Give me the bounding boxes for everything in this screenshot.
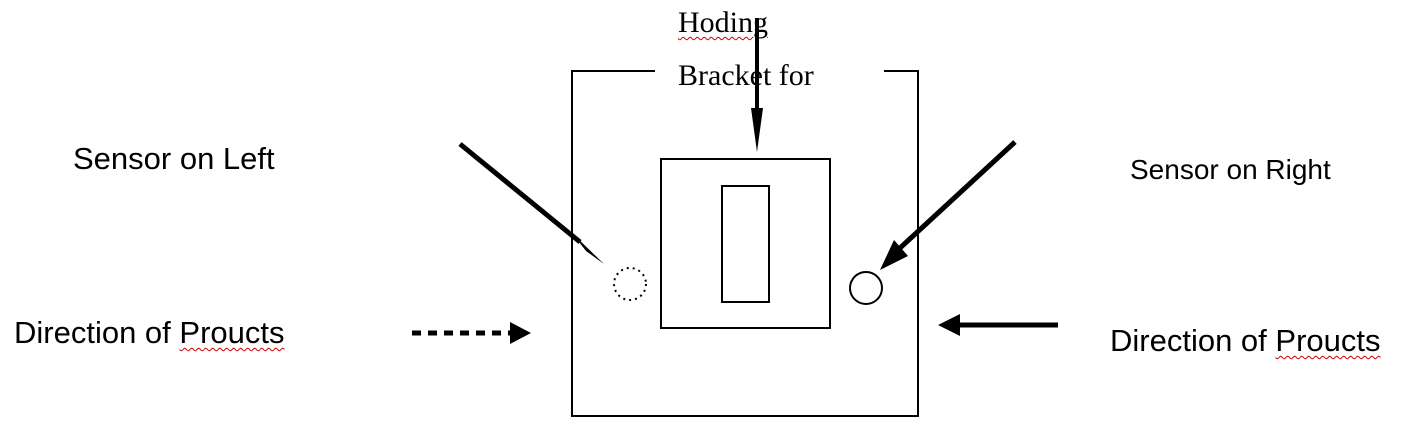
solid-circle-icon xyxy=(849,271,883,305)
dotted-circle-icon xyxy=(613,267,647,301)
direction-left-word: Proucts xyxy=(179,315,285,350)
sensor-left-label: Sensor on Left xyxy=(73,141,275,176)
direction-right-label: Direction of Proucts xyxy=(1110,325,1381,356)
sensor-right-arrow xyxy=(880,140,1017,270)
holding-label-line2: Bracket for xyxy=(678,59,814,92)
holding-label-line1: Hoding xyxy=(678,6,768,39)
direction-left-label: Direction of Proucts xyxy=(14,317,285,348)
sensor-right-label: Sensor on Right xyxy=(1130,154,1331,185)
product-slot xyxy=(721,185,770,303)
solid-arrow-left-icon xyxy=(938,314,1058,336)
holding-bracket xyxy=(660,158,831,329)
direction-left-prefix: Direction of xyxy=(14,315,180,350)
sensor-left-arrow xyxy=(458,142,604,264)
direction-right-word: Proucts xyxy=(1275,323,1381,358)
dashed-arrow-right-icon xyxy=(412,322,531,344)
outer-housing xyxy=(571,70,919,417)
direction-right-prefix: Direction of xyxy=(1110,323,1276,358)
bracket-pointer-arrow xyxy=(751,18,763,152)
